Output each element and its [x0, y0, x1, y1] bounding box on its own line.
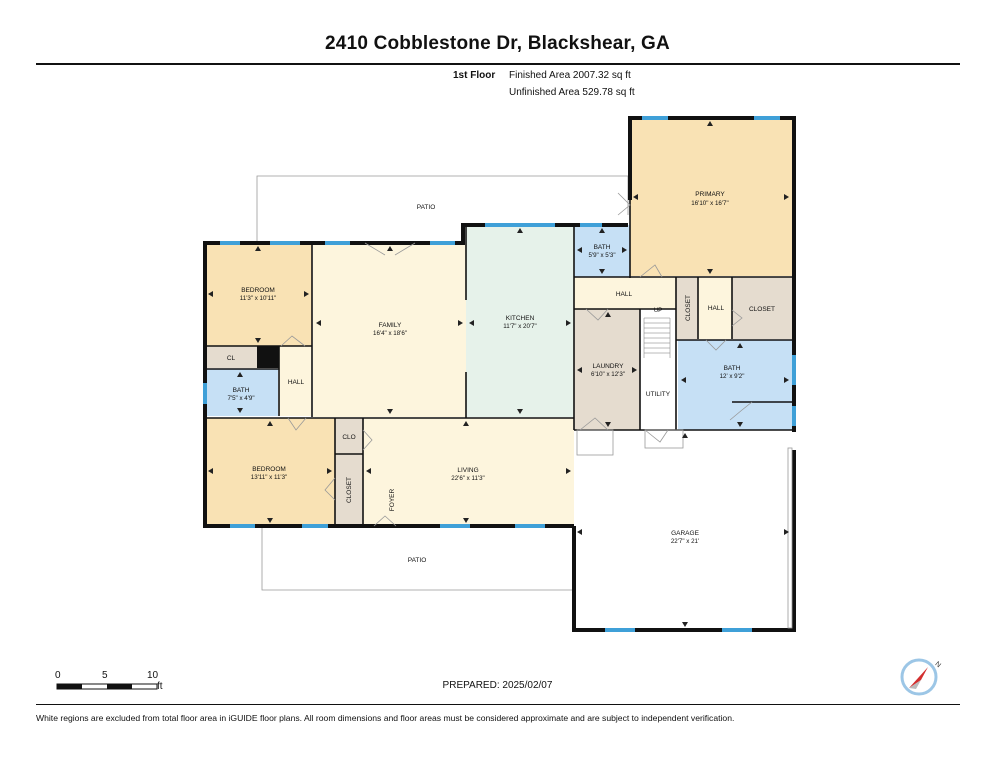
doors: [280, 192, 753, 527]
scale-bar: [56, 683, 158, 690]
garage-dims: 22'7" x 21': [671, 538, 699, 545]
closet-right-room: [732, 277, 792, 339]
bedroom-top-room: [205, 243, 312, 346]
stairs: [643, 317, 671, 358]
scale-tick-5: 5: [102, 670, 108, 681]
hall-upper-label: HALL: [616, 291, 633, 298]
exterior-wall: [628, 116, 796, 432]
door-swing: [705, 339, 727, 351]
bath-top-label: BATH: [594, 244, 611, 251]
clo-room: [335, 418, 363, 454]
compass-north-label: N: [933, 661, 941, 670]
patio-bottom-label: PATIO: [408, 557, 427, 564]
kitchen-room: [466, 225, 574, 417]
family-room: [313, 243, 466, 417]
compass-icon: [900, 658, 938, 696]
step: [644, 429, 684, 449]
laundry-label: LAUNDRY: [593, 363, 625, 370]
closet-vert-room: [335, 454, 363, 526]
living-dims: 22'6" x 11'3": [451, 475, 484, 482]
kitchen-dims: 11'7" x 20'7": [503, 323, 536, 330]
bath-left-label: BATH: [233, 387, 250, 394]
door-swing: [362, 429, 373, 451]
bath-right-dims: 12' x 9'2": [720, 373, 745, 380]
closet-vert-label: CLOSET: [346, 477, 353, 503]
door-swing: [579, 417, 609, 431]
bedroom-bottom-dims: 13'11" x 11'3": [251, 474, 287, 481]
foyer-label: FOYER: [389, 489, 396, 512]
bath-top-dims: 5'9" x 5'3": [588, 252, 615, 259]
hall-small-label: HALL: [708, 305, 725, 312]
primary-dims: 16'10" x 16'7": [691, 200, 728, 207]
patio-top-label: PATIO: [417, 204, 436, 211]
closet-small-vert-room: [676, 277, 698, 339]
prepared-date: PREPARED: 2025/02/07: [442, 680, 553, 691]
door-swing: [639, 264, 663, 278]
door-swing: [617, 192, 631, 216]
family-dims: 16'4" x 18'6": [373, 330, 407, 337]
clo-label: CLO: [342, 434, 355, 441]
dimension-markers: [208, 121, 789, 627]
floor-label: 1st Floor: [453, 70, 496, 81]
room-fills: [205, 118, 792, 630]
bath-left-dims: 7'5" x 4'9": [227, 395, 254, 402]
stairs-up-label: UP: [654, 308, 662, 314]
footer-rule: [36, 704, 960, 705]
entry-steps: [576, 429, 793, 629]
scale-tick-10: 10: [147, 670, 159, 681]
door-swing: [373, 515, 397, 527]
living-room: [363, 418, 574, 526]
door-swing: [287, 417, 307, 431]
door-swing: [324, 477, 336, 501]
cl-label: CL: [227, 355, 236, 362]
hall-upper-room: [574, 277, 676, 309]
unfinished-area: Unfinished Area 529.78 sq ft: [509, 87, 635, 98]
laundry-room: [574, 309, 640, 430]
hall-left-room: [279, 346, 312, 416]
garage-door-line: [787, 447, 793, 629]
garage-label: GARAGE: [671, 530, 699, 537]
door-swing: [364, 242, 416, 256]
door-swing: [644, 429, 669, 443]
door-swing: [280, 335, 306, 347]
door-swing: [729, 401, 753, 421]
bath-right-room: [678, 340, 792, 430]
exterior-wall: [572, 450, 796, 632]
bath-right-label: BATH: [724, 365, 741, 372]
header-rule: [36, 63, 960, 65]
primary-label: PRIMARY: [695, 191, 725, 198]
bedroom-bottom-room: [205, 418, 335, 526]
disclaimer: White regions are excluded from total fl…: [36, 713, 735, 723]
utility-label: UTILITY: [646, 391, 671, 398]
bath-top-room: [574, 225, 630, 277]
bedroom-top-label: BEDROOM: [241, 287, 275, 294]
bedroom-bottom-label: BEDROOM: [252, 466, 286, 473]
closet-small-vert-label: CLOSET: [685, 295, 692, 321]
windows: [203, 116, 796, 632]
scale-unit: ft: [157, 681, 163, 692]
door-swing: [585, 308, 609, 321]
hall-left-label: HALL: [288, 379, 305, 386]
primary-room: [630, 118, 792, 276]
door-swing: [731, 309, 743, 327]
cl-room: [205, 346, 257, 368]
finished-area: Finished Area 2007.32 sq ft: [509, 70, 631, 81]
scale-tick-0: 0: [55, 670, 61, 681]
hall-small-room: [698, 277, 732, 339]
stairs-room: [640, 309, 676, 359]
chimney-block: [257, 346, 279, 368]
kitchen-label: KITCHEN: [506, 315, 535, 322]
patio-bottom-outline: [261, 527, 573, 591]
closet-right-label: CLOSET: [749, 306, 775, 313]
living-label: LIVING: [457, 467, 478, 474]
bedroom-top-dims: 11'3" x 10'11": [240, 295, 276, 302]
step: [576, 429, 614, 456]
garage-room: [574, 430, 792, 630]
page-title: 2410 Cobblestone Dr, Blackshear, GA: [325, 33, 670, 54]
family-label: FAMILY: [379, 322, 402, 329]
laundry-dims: 6'10" x 12'3": [591, 371, 625, 378]
